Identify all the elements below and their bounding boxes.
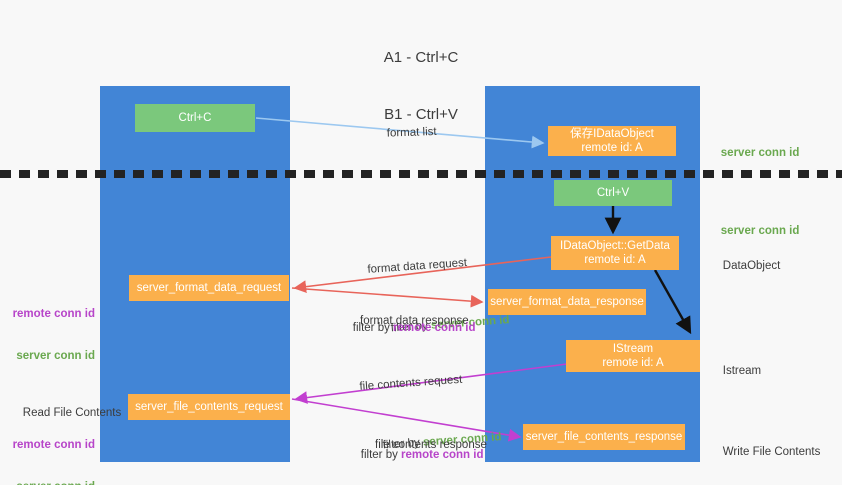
note-istream: Istream — [710, 350, 761, 392]
edge-label-file-contents-request-text: file contents request — [359, 373, 463, 393]
node-ctrl-c-label: Ctrl+C — [178, 112, 212, 124]
node-server-file-contents-request[interactable]: server_file_contents_request — [128, 394, 290, 420]
node-server-format-data-request-label: server_format_data_request — [136, 282, 282, 294]
node-idataobject-getdata-label: IDataObject::GetData — [560, 240, 670, 252]
node-istream-sublabel: remote id: A — [602, 357, 664, 369]
node-save-idataobject-label: 保存IDataObject — [570, 128, 654, 140]
note-server-conn-id-2-text: server conn id — [720, 225, 800, 237]
node-server-format-data-request[interactable]: server_format_data_request — [129, 275, 289, 301]
filter-prefix: filter by — [360, 449, 402, 461]
horizontal-dashed-divider — [0, 170, 842, 178]
node-save-idataobject[interactable]: 保存IDataObject remote id: A — [548, 126, 676, 156]
note-server-conn-id-1-text: server conn id — [720, 147, 800, 159]
edge-label-format-data-response: format data response — [360, 284, 469, 359]
edge-label-format-list-text: format list — [386, 125, 437, 140]
node-save-idataobject-sublabel: remote id: A — [581, 142, 643, 154]
node-server-format-data-response-label: server_format_data_response — [490, 296, 644, 308]
node-idataobject-getdata-sublabel: remote id: A — [584, 254, 646, 266]
node-server-file-contents-response-label: server_file_contents_response — [525, 431, 683, 443]
node-server-file-contents-request-label: server_file_contents_request — [135, 401, 283, 413]
node-ctrl-v[interactable]: Ctrl+V — [554, 180, 672, 206]
note-write-file-contents-text: Write File Contents — [722, 446, 821, 458]
edge-label-file-contents-response: file contents response — [375, 408, 487, 483]
note-read-file-contents: Read File Contents — [10, 392, 121, 434]
note-left-conn-ids-middle: remote conn id server conn id — [10, 279, 95, 391]
edge-label-file-contents-response-text: file contents response — [375, 439, 487, 451]
filter-key-remote-conn-id: remote conn id — [401, 449, 484, 461]
title-line-1: A1 - Ctrl+C — [383, 49, 459, 66]
node-ctrl-c[interactable]: Ctrl+C — [135, 104, 255, 132]
node-idataobject-getdata[interactable]: IDataObject::GetData remote id: A — [551, 236, 679, 270]
node-server-file-contents-response[interactable]: server_file_contents_response — [523, 424, 685, 450]
note-server-conn-id-2: server conn id — [708, 210, 800, 252]
note-dataobject: DataObject — [710, 245, 781, 287]
note-left-remote-conn-id: remote conn id — [12, 308, 95, 320]
edge-label-format-data-response-filter: filter by remote conn id — [340, 306, 476, 351]
edge-label-file-contents-response-filter: filter by remote conn id — [348, 433, 484, 478]
note-left-conn-ids-bottom: remote conn id server conn id — [10, 410, 95, 485]
edge-label-format-data-request-text: format data request — [367, 256, 468, 276]
note-left-server-conn-id: server conn id — [16, 350, 95, 362]
edge-label-format-list: format list — [373, 110, 437, 157]
node-ctrl-v-label: Ctrl+V — [596, 187, 630, 199]
note-istream-text: Istream — [722, 365, 762, 377]
note-write-file-contents: Write File Contents — [710, 431, 821, 473]
note-left-remote-conn-id-bottom: remote conn id — [12, 439, 95, 451]
node-server-format-data-response[interactable]: server_format_data_response — [488, 289, 646, 315]
node-istream[interactable]: IStream remote id: A — [566, 340, 700, 372]
note-left-server-conn-id-bottom: server conn id — [10, 480, 95, 485]
filter-key-remote-conn-id: remote conn id — [393, 322, 476, 334]
node-istream-label: IStream — [612, 343, 654, 355]
filter-prefix: filter by — [352, 322, 394, 334]
edge-label-format-data-response-text: format data response — [360, 315, 469, 327]
note-dataobject-text: DataObject — [722, 260, 781, 272]
note-read-file-contents-text: Read File Contents — [22, 407, 122, 419]
note-server-conn-id-1: server conn id — [708, 132, 800, 174]
